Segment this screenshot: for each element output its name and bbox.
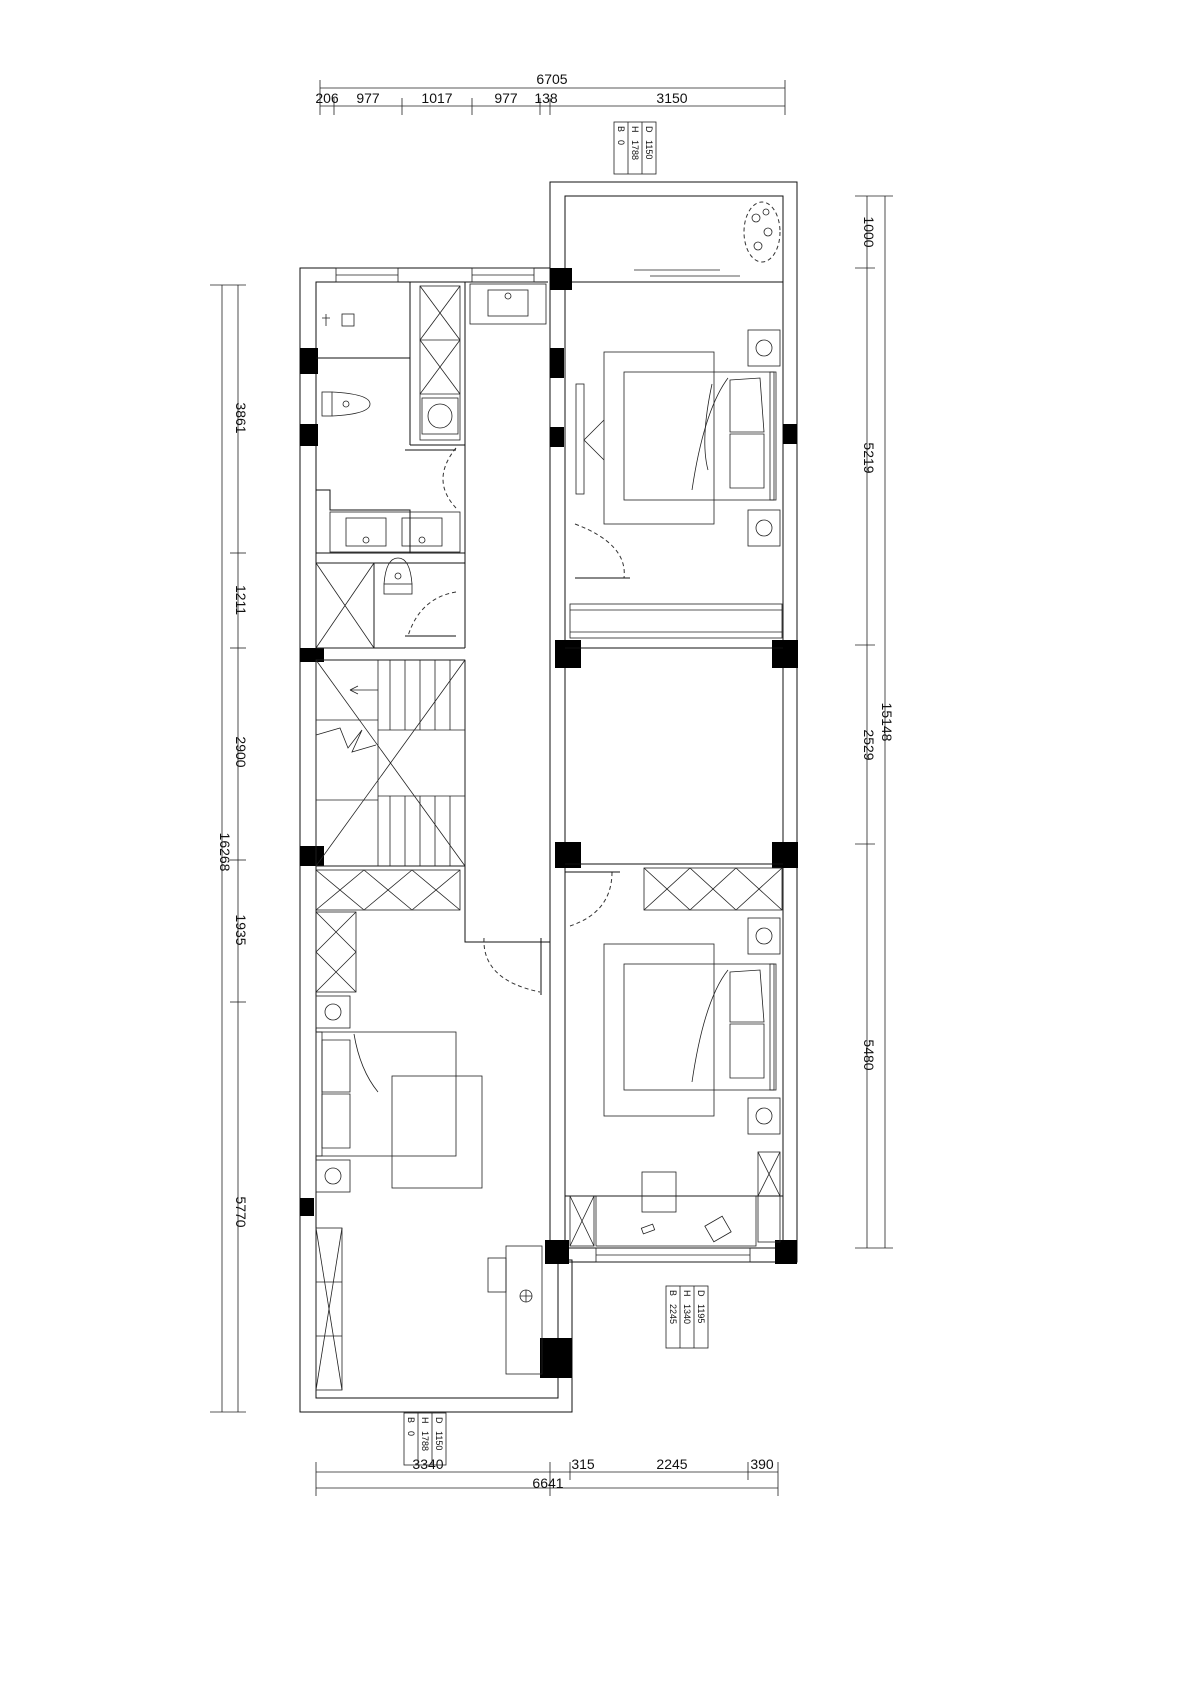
svg-text:1788: 1788 <box>630 140 640 160</box>
bed-icon <box>315 1031 483 1189</box>
svg-text:1195: 1195 <box>696 1304 706 1323</box>
nightstand-lamp-icon <box>747 917 781 1135</box>
staircase <box>315 659 466 867</box>
planter-icon <box>743 201 781 263</box>
structural-columns <box>300 268 798 1378</box>
left-dim-seg: 3861 <box>233 402 249 433</box>
shelf-unit <box>569 1151 781 1247</box>
top-dim-seg: 977 <box>494 90 518 106</box>
right-dim-seg: 5480 <box>861 1039 877 1070</box>
svg-text:D: D <box>644 126 654 133</box>
bottom-dimension-chain: 3340 315 2245 390 6641 <box>315 1456 779 1496</box>
desk-chair-icon <box>595 1171 757 1247</box>
bottom-dim-seg: 2245 <box>656 1456 687 1472</box>
svg-text:1788: 1788 <box>420 1431 430 1451</box>
shower-drain-icon <box>322 313 355 327</box>
svg-text:2245: 2245 <box>668 1304 678 1324</box>
top-dimension-chain: 6705 206 977 1017 977 138 3150 <box>315 71 786 115</box>
wardrobe-slats <box>569 603 783 639</box>
bed-icon <box>603 351 777 525</box>
top-dim-seg: 1017 <box>421 90 452 106</box>
wardrobe <box>315 869 461 993</box>
top-dim-seg: 977 <box>356 90 380 106</box>
toilet-icon <box>383 557 413 595</box>
bed-icon <box>603 943 777 1117</box>
svg-text:B: B <box>406 1417 416 1423</box>
right-dimension-chain: 1000 5219 2529 5480 15148 <box>855 195 895 1249</box>
svg-text:1150: 1150 <box>644 140 654 159</box>
exterior-walls <box>299 181 798 1413</box>
storage-cabinet <box>419 285 461 441</box>
svg-text:D: D <box>434 1417 444 1424</box>
left-dim-seg: 1935 <box>233 914 249 945</box>
left-dim-seg: 1211 <box>233 585 249 615</box>
left-dim-seg: 5770 <box>233 1196 249 1227</box>
wardrobe <box>643 867 783 911</box>
sink-icon <box>469 283 547 325</box>
top-dim-seg: 206 <box>315 90 339 106</box>
door-swings <box>405 447 630 995</box>
left-total-dim: 16268 <box>217 833 233 872</box>
svg-text:H: H <box>682 1290 692 1297</box>
left-dim-seg: 2900 <box>233 736 249 767</box>
balcony-sliding-door <box>634 269 740 277</box>
right-dim-seg: 2529 <box>861 729 877 760</box>
window-left-lower <box>315 1227 343 1391</box>
bottom-dim-seg: 3340 <box>412 1456 443 1472</box>
bottom-dim-seg: 390 <box>750 1456 774 1472</box>
window-bottom-right <box>595 1247 751 1263</box>
window-tag-right: B H D 2245 1340 1195 <box>665 1285 709 1349</box>
double-sink-icon <box>329 511 461 553</box>
window-top-left <box>335 267 535 283</box>
right-dim-seg: 1000 <box>861 216 877 247</box>
window-tag-top: B H D 0 1788 1150 <box>613 121 657 175</box>
window-tag-bottom: B H D 0 1788 1150 <box>403 1412 447 1466</box>
bottom-dim-seg: 315 <box>571 1456 595 1472</box>
right-total-dim: 15148 <box>879 703 895 742</box>
svg-text:H: H <box>630 126 640 133</box>
right-dim-seg: 5219 <box>861 442 877 473</box>
tv-unit <box>575 383 605 495</box>
top-dim-seg: 3150 <box>656 90 687 106</box>
svg-text:H: H <box>420 1417 430 1424</box>
svg-text:0: 0 <box>406 1431 416 1436</box>
nightstand-lamp-icon <box>747 329 781 547</box>
shower-stall <box>315 562 375 649</box>
svg-text:1340: 1340 <box>682 1304 692 1324</box>
svg-text:B: B <box>616 126 626 132</box>
toilet-icon <box>321 391 371 417</box>
left-dimension-chain: 3861 1211 2900 1935 5770 16268 <box>210 284 249 1413</box>
top-total-dim: 6705 <box>536 71 567 87</box>
svg-text:0: 0 <box>616 140 626 145</box>
top-dim-seg: 138 <box>534 90 558 106</box>
nightstand-lamp-icon <box>315 995 351 1193</box>
svg-text:B: B <box>668 1290 678 1296</box>
bottom-total-dim: 6641 <box>532 1475 563 1491</box>
svg-text:D: D <box>696 1290 706 1297</box>
svg-text:1150: 1150 <box>434 1431 444 1450</box>
desk-chair-icon <box>487 1245 543 1375</box>
